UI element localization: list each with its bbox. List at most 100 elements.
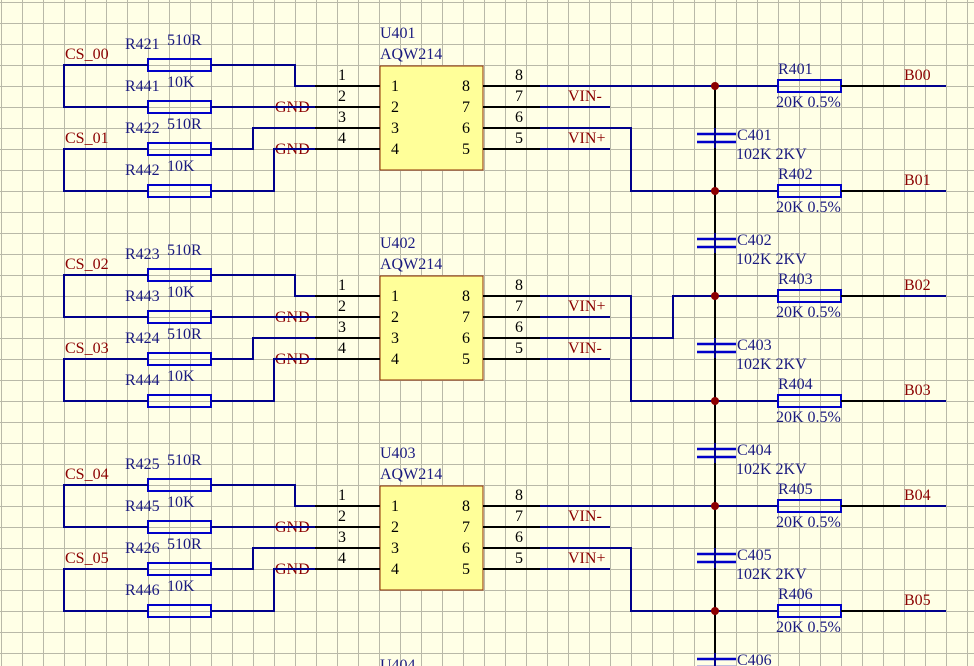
resistor-designator: R441 xyxy=(125,78,160,95)
resistor-designator: R423 xyxy=(125,246,160,263)
resistor-designator: R401 xyxy=(778,61,813,78)
output-net-label: B00 xyxy=(904,67,931,84)
resistor-value: 20K 0.5% xyxy=(776,304,841,321)
chip-pin-number: 1 xyxy=(391,78,399,95)
relay-chip[interactable] xyxy=(379,485,484,591)
pin-number-label: 8 xyxy=(515,277,523,294)
chip-designator: U401 xyxy=(380,25,416,42)
resistor-designator: R421 xyxy=(125,36,160,53)
relay-chip[interactable] xyxy=(379,65,484,171)
resistor-value: 10K xyxy=(167,74,195,91)
pulldown-resistor[interactable] xyxy=(147,184,212,198)
output-wire[interactable] xyxy=(540,127,715,192)
capacitor-value: 102K 2KV xyxy=(736,461,807,478)
pin1-wire[interactable] xyxy=(211,484,315,507)
resistor-designator: R443 xyxy=(125,288,160,305)
capacitor-value: 102K 2KV xyxy=(736,566,807,583)
input-net-label: CS_00 xyxy=(65,46,109,63)
pin3-wire[interactable] xyxy=(211,547,315,570)
series-resistor[interactable] xyxy=(147,478,212,492)
output-resistor[interactable] xyxy=(777,289,842,303)
pin-number-label: 6 xyxy=(515,529,523,546)
resistor-value: 510R xyxy=(167,326,202,343)
chip-designator: U403 xyxy=(380,445,416,462)
output-resistor[interactable] xyxy=(777,499,842,513)
pin-number-label: 1 xyxy=(338,277,346,294)
pin-number-label: 1 xyxy=(338,67,346,84)
pin3-wire[interactable] xyxy=(211,337,315,360)
chip-pin-number: 7 xyxy=(462,519,470,536)
input-loop-wire[interactable] xyxy=(63,274,148,318)
resistor-value: 20K 0.5% xyxy=(776,94,841,111)
chip-pin-number: 7 xyxy=(462,309,470,326)
pulldown-resistor[interactable] xyxy=(147,100,212,114)
input-loop-wire[interactable] xyxy=(63,358,148,402)
output-net-label: B04 xyxy=(904,487,931,504)
junction-dot xyxy=(711,292,719,300)
series-resistor[interactable] xyxy=(147,58,212,72)
capacitor-value: 102K 2KV xyxy=(736,146,807,163)
pulldown-gnd-wire[interactable] xyxy=(211,568,315,612)
pulldown-resistor[interactable] xyxy=(147,394,212,408)
pin-number-label: 5 xyxy=(515,340,523,357)
chip-pin-number: 2 xyxy=(391,99,399,116)
output-wire[interactable] xyxy=(540,547,715,612)
capacitor-designator: C403 xyxy=(737,337,772,354)
output-wire[interactable] xyxy=(540,295,715,339)
resistor-value: 20K 0.5% xyxy=(776,514,841,531)
relay-chip[interactable] xyxy=(379,275,484,381)
pin-number-label: 4 xyxy=(338,130,346,147)
resistor-designator: R402 xyxy=(778,166,813,183)
input-loop-wire[interactable] xyxy=(63,568,148,612)
chip-pin-number: 6 xyxy=(462,120,470,137)
chip-pin-number: 1 xyxy=(391,288,399,305)
resistor-designator: R403 xyxy=(778,271,813,288)
vin-net-label: VIN+ xyxy=(568,298,605,315)
pulldown-resistor[interactable] xyxy=(147,310,212,324)
output-net-label: B02 xyxy=(904,277,931,294)
chip-pin-number: 1 xyxy=(391,498,399,515)
series-resistor[interactable] xyxy=(147,142,212,156)
resistor-value: 20K 0.5% xyxy=(776,199,841,216)
capacitor-designator: C402 xyxy=(737,232,772,249)
output-net-label: B05 xyxy=(904,592,931,609)
pin-number-label: 2 xyxy=(338,298,346,315)
resistor-value: 510R xyxy=(167,242,202,259)
chip-pin-number: 4 xyxy=(391,561,399,578)
pulldown-resistor[interactable] xyxy=(147,604,212,618)
pulldown-gnd-wire[interactable] xyxy=(211,148,315,192)
vin-net-label: VIN- xyxy=(568,508,602,525)
pin-number-label: 3 xyxy=(338,109,346,126)
pin-number-label: 4 xyxy=(338,340,346,357)
pin1-wire[interactable] xyxy=(211,64,315,87)
pin1-wire[interactable] xyxy=(211,274,315,297)
output-resistor[interactable] xyxy=(777,604,842,618)
chip-pin-number: 8 xyxy=(462,498,470,515)
series-resistor[interactable] xyxy=(147,562,212,576)
pulldown-resistor[interactable] xyxy=(147,520,212,534)
input-loop-wire[interactable] xyxy=(63,148,148,192)
pin3-wire[interactable] xyxy=(211,127,315,150)
chip-pin-number: 6 xyxy=(462,540,470,557)
resistor-designator: R446 xyxy=(125,582,160,599)
resistor-value: 20K 0.5% xyxy=(776,619,841,636)
pin-number-label: 8 xyxy=(515,487,523,504)
resistor-value: 20K 0.5% xyxy=(776,409,841,426)
input-loop-wire[interactable] xyxy=(63,64,148,108)
output-resistor[interactable] xyxy=(777,184,842,198)
output-resistor[interactable] xyxy=(777,394,842,408)
pulldown-gnd-wire[interactable] xyxy=(211,358,315,402)
output-resistor[interactable] xyxy=(777,79,842,93)
pin-number-label: 6 xyxy=(515,109,523,126)
pin-number-label: 4 xyxy=(338,550,346,567)
capacitor-designator: C405 xyxy=(737,547,772,564)
output-wire[interactable] xyxy=(540,295,715,402)
resistor-designator: R422 xyxy=(125,120,160,137)
input-net-label: CS_02 xyxy=(65,256,109,273)
resistor-designator: R406 xyxy=(778,586,813,603)
series-resistor[interactable] xyxy=(147,268,212,282)
input-loop-wire[interactable] xyxy=(63,484,148,528)
resistor-designator: R426 xyxy=(125,540,160,557)
series-resistor[interactable] xyxy=(147,352,212,366)
